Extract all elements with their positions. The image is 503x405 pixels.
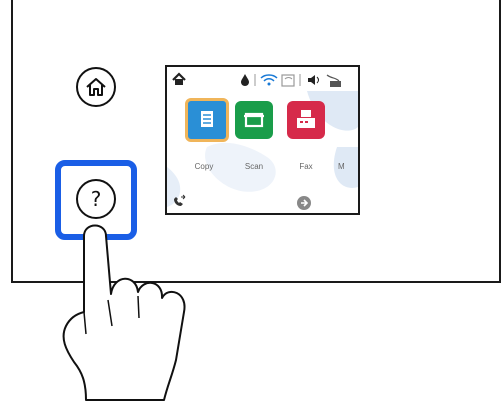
pointing-hand-icon bbox=[0, 0, 503, 405]
